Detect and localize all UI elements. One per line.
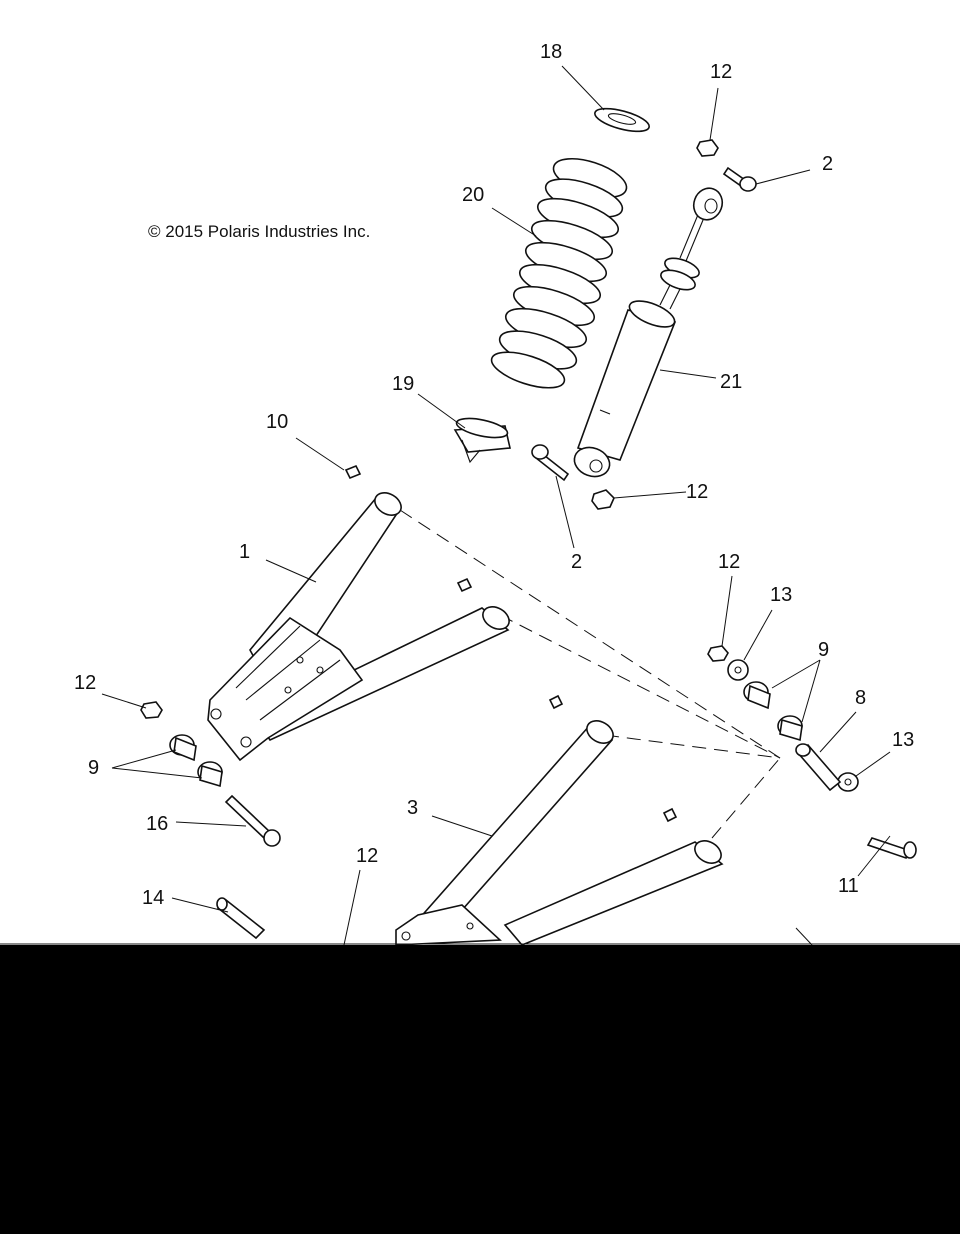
suspension-drawing: [0, 65, 960, 945]
parts-diagram: © 2015 Polaris Industries Inc. 18 12 2 2…: [0, 41, 960, 945]
spring-retainer: [594, 107, 650, 133]
callout-2-top: 2: [822, 153, 834, 175]
callout-3: 3: [407, 797, 419, 819]
bolt-lower-shock: [531, 444, 570, 482]
callout-13-lower: 13: [892, 729, 915, 751]
callout-12-shock: 12: [686, 481, 709, 503]
nut-shock-lower: [591, 489, 615, 510]
bolt-top: [722, 166, 757, 192]
copyright-text: © 2015 Polaris Industries Inc.: [148, 222, 371, 241]
pivot-bolt-left: [224, 794, 281, 847]
upper-a-arm: [207, 492, 510, 762]
shock-absorber: [573, 187, 724, 478]
callout-12-right: 12: [718, 551, 741, 573]
grease-fittings: [344, 464, 678, 823]
callout-12-top: 12: [710, 61, 733, 83]
nut-right-upper: [707, 645, 729, 662]
spring-seat: [453, 417, 511, 464]
washers: [727, 659, 859, 792]
alignment-lines: [399, 509, 781, 839]
callout-14: 14: [142, 887, 165, 909]
callout-16: 16: [146, 813, 169, 835]
coil-spring: [490, 157, 628, 389]
callout-13-upper: 13: [770, 584, 793, 606]
leader-lines: [101, 65, 891, 945]
callout-1: 1: [239, 541, 251, 563]
pivot-bolt-right: [866, 837, 917, 860]
callout-21: 21: [720, 371, 743, 393]
callout-20: 20: [462, 184, 485, 206]
bushings-right: [743, 681, 803, 742]
nut-left: [140, 701, 163, 719]
callout-12-bottom: 12: [356, 845, 379, 867]
callout-2-lower: 2: [571, 551, 583, 573]
callout-9-right: 9: [818, 639, 830, 661]
nut-top: [696, 139, 719, 157]
callout-19: 19: [392, 373, 415, 395]
lower-a-arm: [395, 720, 724, 945]
callout-11: 11: [838, 875, 859, 897]
callout-8: 8: [855, 687, 867, 709]
callout-12-left: 12: [74, 672, 97, 694]
callout-9-left: 9: [88, 757, 100, 779]
callout-18: 18: [540, 41, 563, 63]
bushings-left: [169, 734, 223, 788]
pivot-sleeve: [795, 743, 842, 792]
pivot-sleeve-left: [216, 897, 266, 940]
blank-black-area: [0, 945, 960, 1234]
callout-10: 10: [266, 411, 289, 433]
